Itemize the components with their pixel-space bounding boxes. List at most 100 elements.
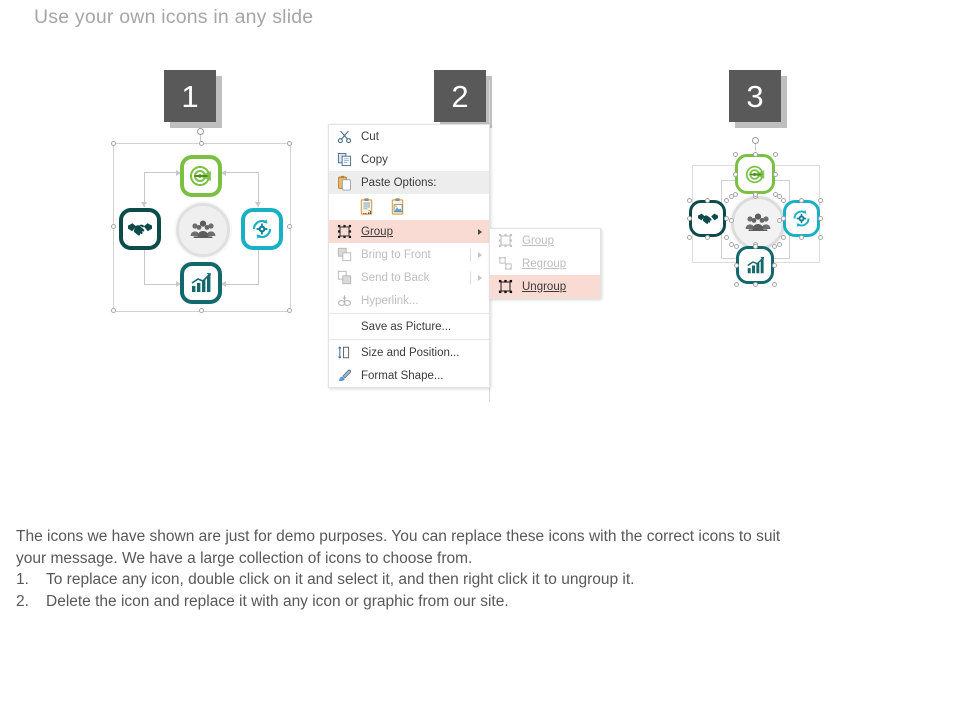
handle-n[interactable] (705, 197, 710, 203)
handle-w[interactable] (733, 262, 739, 268)
send-to-back-icon (335, 269, 353, 287)
handle-se[interactable] (286, 307, 292, 313)
people-group-icon (189, 219, 217, 241)
center-people-circle[interactable] (731, 196, 785, 250)
handle-ne[interactable] (286, 140, 292, 146)
arrowhead-to-left (141, 202, 147, 207)
handle-se[interactable] (817, 234, 823, 240)
handle-sw[interactable] (780, 234, 786, 240)
menu-item-paste-options: Paste Options: (329, 171, 489, 194)
handle-nw[interactable] (780, 197, 786, 203)
handle-s[interactable] (752, 281, 758, 287)
handle-ne[interactable] (723, 197, 729, 203)
handle-w[interactable] (780, 216, 786, 221)
handle-ne[interactable] (772, 151, 778, 157)
menu-item-bring-to-front[interactable]: Bring to Front (329, 243, 489, 266)
handshake-icon (697, 211, 719, 226)
handle-n[interactable] (752, 243, 758, 249)
submenu-item-ungroup[interactable]: Ungroup (490, 275, 600, 298)
handle-n[interactable] (198, 140, 204, 146)
connector-bottom-right (759, 228, 790, 259)
connector-top-right (222, 172, 259, 207)
menu-item-save-as-picture[interactable]: Save as Picture... (329, 315, 489, 338)
badge-number-2: 2 (434, 70, 486, 122)
tile-right-gear-refresh[interactable] (241, 208, 283, 250)
handle-nw[interactable] (686, 197, 692, 203)
handle-sw[interactable] (732, 191, 738, 197)
handle-e[interactable] (817, 216, 823, 221)
submenu-item-regroup[interactable]: Regroup (490, 252, 600, 275)
menu-item-send-to-back[interactable]: Send to Back (329, 266, 489, 289)
handle-sw[interactable] (728, 241, 734, 247)
handle-e[interactable] (723, 216, 729, 221)
handle-e[interactable] (286, 224, 292, 229)
paste-keep-text-icon[interactable]: a (359, 197, 378, 217)
rotation-stem (755, 143, 756, 151)
menu-item-hyperlink[interactable]: Hyperlink... (329, 289, 489, 312)
badge-number-1: 1 (164, 70, 216, 122)
handle-s[interactable] (705, 234, 710, 240)
menu-label: Paste Options: (361, 176, 437, 189)
handle-w[interactable] (732, 171, 738, 177)
context-menu[interactable]: Cut Copy Paste Options: (328, 124, 490, 388)
rotation-handle[interactable] (752, 137, 759, 144)
paste-icon (335, 174, 353, 192)
handle-se[interactable] (771, 281, 777, 287)
handle-nw[interactable] (733, 243, 739, 249)
menu-label: Send to Back (361, 271, 430, 284)
handle-ne[interactable] (771, 243, 777, 249)
handle-s[interactable] (198, 307, 204, 313)
handle-n[interactable] (752, 151, 758, 157)
arrowhead-to-top (176, 169, 181, 176)
tile-right-gear-refresh[interactable] (783, 200, 820, 237)
handle-e[interactable] (772, 171, 778, 177)
handle-ne[interactable] (817, 197, 823, 203)
handle-w[interactable] (686, 216, 692, 221)
handle-sw[interactable] (110, 307, 116, 313)
handle-w[interactable] (110, 224, 116, 229)
menu-item-format-shape[interactable]: Format Shape... (329, 364, 489, 387)
tile-top-target[interactable] (180, 155, 222, 197)
handle-s[interactable] (799, 234, 804, 240)
menu-label: Cut (361, 130, 379, 143)
tile-bottom-growth-chart[interactable] (180, 262, 222, 304)
menu-label: Hyperlink... (361, 294, 419, 307)
handle-sw[interactable] (686, 234, 692, 240)
tile-left-handshake[interactable] (689, 200, 726, 237)
paste-picture-icon[interactable] (390, 197, 409, 217)
menu-item-copy[interactable]: Copy (329, 148, 489, 171)
tile-bottom-growth-chart[interactable] (736, 246, 774, 284)
center-people-circle[interactable] (176, 203, 230, 257)
menu-label: Group (361, 225, 393, 238)
handle-s[interactable] (752, 191, 758, 197)
menu-item-size-and-position[interactable]: Size and Position... (329, 341, 489, 364)
handle-se[interactable] (723, 234, 729, 240)
bar-chart-growth-icon (745, 256, 766, 275)
svg-text:a: a (368, 207, 372, 216)
handle-se[interactable] (772, 191, 778, 197)
tile-left-handshake[interactable] (119, 208, 161, 250)
step-badge-1: 1 (164, 70, 222, 128)
rotation-stem (200, 135, 201, 144)
tile-top-target[interactable] (735, 154, 775, 194)
menu-item-cut[interactable]: Cut (329, 125, 489, 148)
group-submenu[interactable]: Group Regroup (489, 228, 601, 299)
handle-e[interactable] (771, 262, 777, 268)
rotation-handle[interactable] (197, 128, 204, 135)
menu-label: Save as Picture... (361, 320, 452, 333)
menu-label: Bring to Front (361, 248, 431, 261)
paste-options-icons[interactable]: a (329, 194, 489, 220)
handle-n[interactable] (799, 197, 804, 203)
handle-nw[interactable] (110, 140, 116, 146)
handle-sw[interactable] (733, 281, 739, 287)
arrowhead-to-bottom (176, 281, 181, 287)
handle-w[interactable] (728, 217, 734, 223)
instructions-line-2: your message. We have a large collection… (16, 549, 473, 567)
bar-chart-growth-icon (189, 272, 213, 294)
handle-nw[interactable] (732, 151, 738, 157)
handle-se[interactable] (776, 241, 782, 247)
menu-item-group[interactable]: Group (329, 220, 489, 243)
submenu-item-group[interactable]: Group (490, 229, 600, 252)
